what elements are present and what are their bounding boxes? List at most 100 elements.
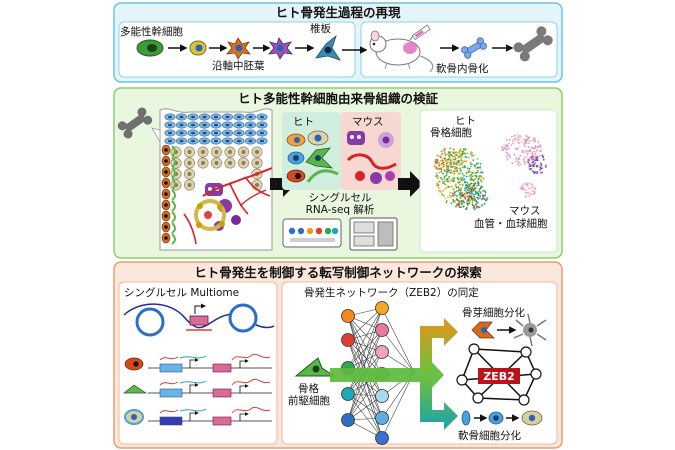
umap-point	[506, 158, 509, 161]
umap-point	[477, 194, 480, 197]
umap-point	[466, 195, 469, 198]
umap-point	[464, 196, 466, 199]
umap-point	[455, 205, 457, 208]
umap-point	[506, 147, 509, 150]
umap-point	[450, 169, 452, 172]
umap-point	[465, 184, 468, 186]
umap-point	[455, 162, 458, 165]
umap-point	[477, 198, 479, 200]
umap-point	[472, 159, 475, 162]
umap-point	[460, 162, 463, 165]
umap-point	[459, 167, 462, 170]
umap-point	[511, 141, 514, 144]
network-node	[375, 323, 389, 337]
umap-point	[463, 178, 466, 181]
label-osteoblast: 骨芽細胞分化	[462, 306, 525, 319]
umap-point	[470, 173, 473, 176]
umap-point	[453, 155, 456, 158]
umap-point	[516, 147, 518, 150]
umap-point	[528, 195, 531, 197]
umap-point	[450, 202, 453, 205]
umap-point	[456, 190, 458, 192]
label-multiome: シングルセル Multiome	[124, 286, 239, 299]
umap-point	[452, 192, 454, 195]
umap-point	[465, 175, 468, 178]
gene-box	[159, 388, 183, 398]
umap-point	[517, 157, 520, 160]
umap-point	[462, 150, 464, 153]
umap-point	[456, 199, 459, 202]
umap-point	[466, 171, 468, 174]
gene-box	[212, 363, 232, 373]
umap-point	[465, 160, 468, 163]
umap-point	[522, 184, 524, 187]
umap-point	[531, 190, 534, 193]
umap-point	[436, 182, 438, 185]
umap-point	[527, 150, 530, 153]
umap-point	[457, 156, 460, 158]
bone-tissue-illustration	[151, 108, 273, 251]
umap-point	[442, 182, 445, 185]
umap-point	[468, 194, 471, 197]
umap-point	[446, 178, 448, 181]
umap-point	[463, 201, 465, 204]
umap-point	[472, 193, 475, 196]
label-human-skeletal-1: ヒト	[455, 115, 476, 127]
umap-point	[527, 161, 530, 164]
umap-point	[449, 151, 452, 154]
umap-point	[528, 157, 531, 160]
umap-point	[462, 200, 465, 203]
umap-point	[471, 152, 474, 155]
umap-point	[528, 168, 531, 170]
label-paraxial-mesoderm: 沿軸中胚葉	[212, 59, 265, 72]
umap-point	[470, 163, 473, 166]
umap-point	[444, 157, 446, 160]
umap-point	[522, 150, 524, 152]
umap-point	[465, 186, 468, 189]
umap-point	[461, 179, 464, 182]
umap-point	[512, 139, 514, 142]
umap-point	[454, 200, 457, 202]
umap-point	[450, 163, 453, 166]
umap-point	[468, 183, 471, 186]
umap-point	[476, 169, 479, 172]
umap-point	[512, 142, 515, 145]
umap-point	[466, 192, 469, 195]
umap-point	[457, 205, 460, 208]
umap-point	[452, 177, 455, 180]
umap-point	[443, 195, 445, 197]
umap-point	[518, 146, 520, 149]
umap-point	[453, 148, 455, 151]
umap-point	[474, 172, 477, 175]
umap-point	[452, 187, 455, 190]
umap-point	[473, 195, 476, 198]
signal-track	[159, 353, 271, 361]
umap-point	[436, 162, 439, 165]
umap-point	[530, 162, 532, 165]
umap-point	[436, 177, 439, 180]
umap-point	[506, 139, 508, 142]
umap-point	[517, 133, 519, 136]
umap-point	[503, 144, 505, 146]
umap-point	[465, 207, 468, 210]
umap-point	[523, 162, 526, 165]
umap-point	[448, 175, 451, 178]
network-diagram: 骨格 前駆細胞 骨芽細胞分化	[288, 301, 547, 445]
umap-point	[507, 153, 510, 156]
umap-point	[479, 197, 481, 200]
umap-point	[464, 180, 466, 183]
umap-point	[458, 167, 460, 170]
umap-point	[525, 140, 528, 142]
gene-box	[212, 416, 232, 426]
umap-point	[523, 144, 525, 146]
umap-point	[462, 177, 464, 179]
umap-point	[486, 197, 489, 199]
umap-point	[485, 198, 488, 201]
umap-point	[508, 147, 510, 150]
umap-point	[537, 141, 540, 143]
umap-point	[453, 191, 456, 194]
umap-point	[468, 191, 470, 194]
umap-point	[470, 198, 473, 201]
umap-point	[449, 186, 451, 189]
zeb2-badge	[478, 368, 520, 384]
